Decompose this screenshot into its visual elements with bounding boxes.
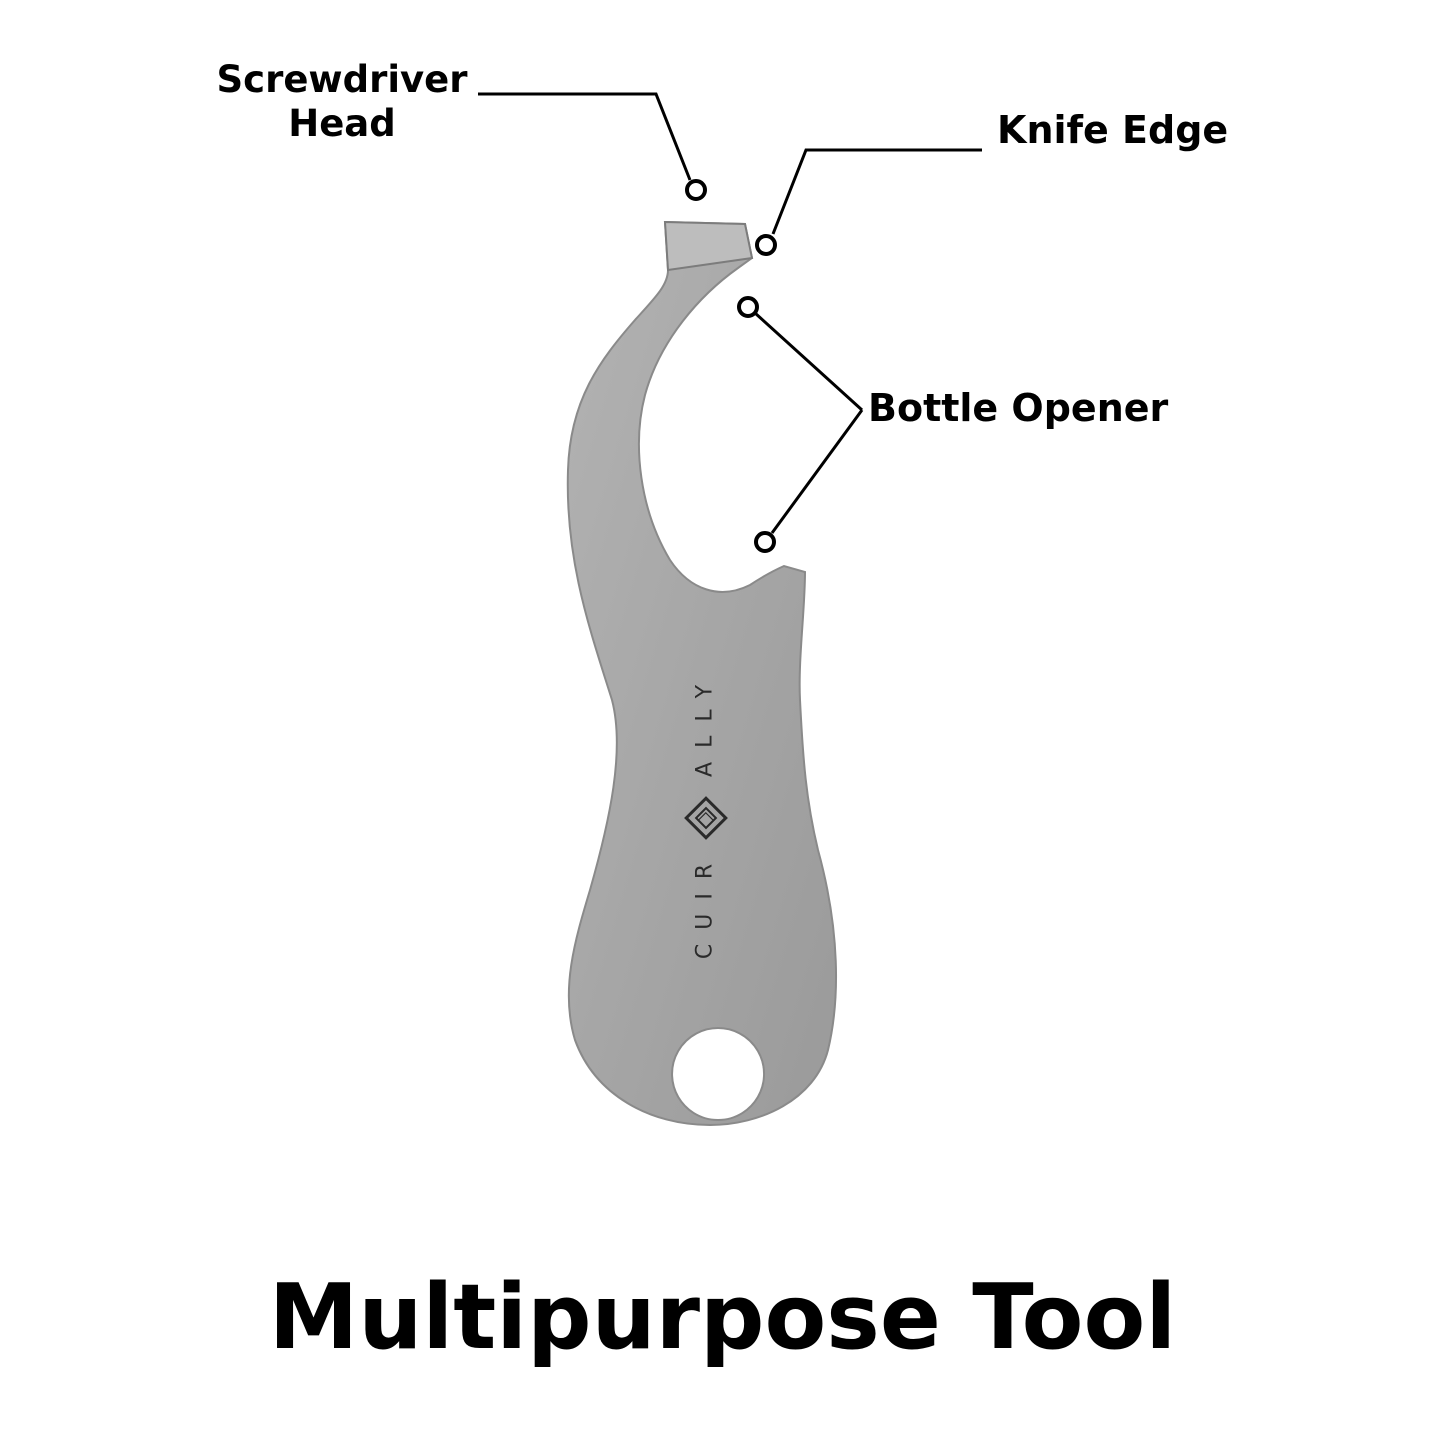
- screwdriver-head-label: Screwdriver Head: [208, 58, 476, 146]
- bottle-opener-label: Bottle Opener: [868, 386, 1169, 430]
- screwdriver-label-line2: Head: [288, 102, 396, 145]
- bottle-marker-bottom: [754, 531, 776, 553]
- knife-edge-label: Knife Edge: [997, 108, 1229, 152]
- page-title: Multipurpose Tool: [268, 1265, 1177, 1370]
- screwdriver-label-line1: Screwdriver: [216, 58, 468, 101]
- bottle-leader-line-top: [753, 311, 864, 412]
- brand-engraving: CUIR ◇ ALLY: [692, 670, 718, 960]
- brand-logo-icon: [684, 796, 728, 840]
- knife-marker: [755, 234, 777, 256]
- screwdriver-marker: [685, 179, 707, 201]
- screwdriver-leader-line: [478, 92, 692, 181]
- knife-leader-line: [771, 148, 982, 235]
- bottle-leader-line-bottom: [770, 409, 864, 534]
- screwdriver-head-shape: [663, 220, 754, 272]
- bottle-marker-top: [737, 296, 759, 318]
- tool-body: [566, 220, 837, 1127]
